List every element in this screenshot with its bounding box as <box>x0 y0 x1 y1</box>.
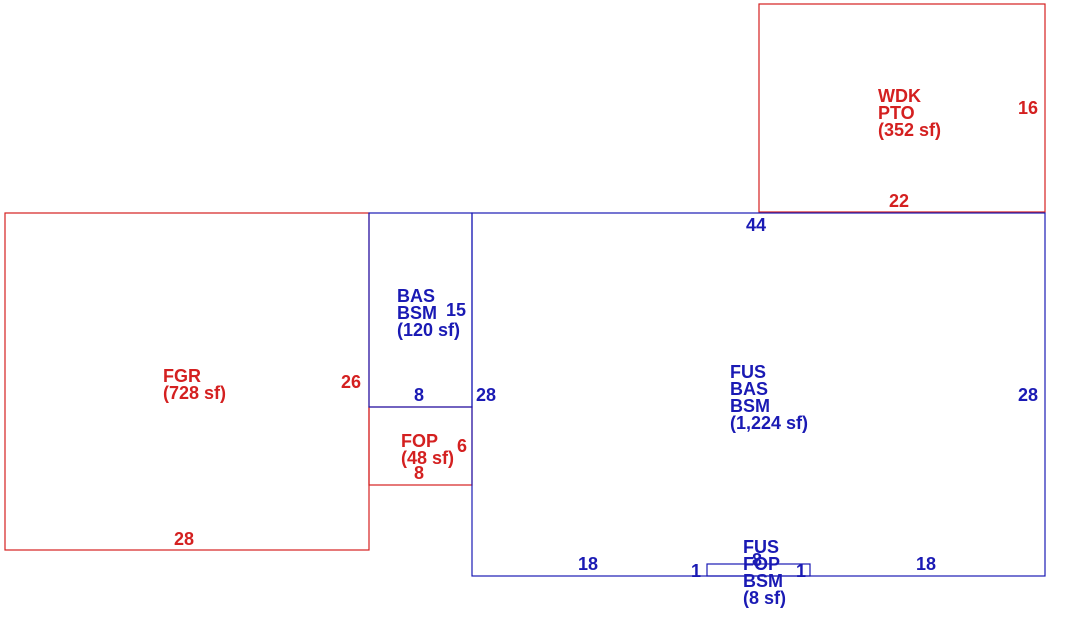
pto-code: PTO <box>878 103 915 123</box>
wdk-area: (352 sf) <box>878 120 941 140</box>
bay-code-fus: FUS <box>743 537 779 557</box>
bay-code-bsm: BSM <box>743 571 783 591</box>
fop-area: (48 sf) <box>401 448 454 468</box>
bay-dim-top: 8 <box>752 550 762 570</box>
bas-small-dim-right: 15 <box>446 300 466 320</box>
fgr-dim-bottom: 28 <box>174 529 194 549</box>
bas-small-code-bsm: BSM <box>397 303 437 323</box>
main-dim-bottom-left: 18 <box>578 554 598 574</box>
main-area: (1,224 sf) <box>730 413 808 433</box>
wdk-code: WDK <box>878 86 921 106</box>
bas-small-code-bas: BAS <box>397 286 435 306</box>
main-code-bsm: BSM <box>730 396 770 416</box>
bay-dim-right: 1 <box>796 561 806 581</box>
bay-dim-left: 1 <box>691 561 701 581</box>
wdk-dim-bottom: 22 <box>889 191 909 211</box>
main-dim-left: 28 <box>476 385 496 405</box>
main-code-bas: BAS <box>730 379 768 399</box>
bas-small-dim-bottom: 8 <box>414 385 424 405</box>
fgr-code: FGR <box>163 366 201 386</box>
main-dim-bottom-right: 18 <box>916 554 936 574</box>
fop-dim-bottom: 8 <box>414 463 424 483</box>
wdk-dim-right: 16 <box>1018 98 1038 118</box>
fgr-dim-right: 26 <box>341 372 361 392</box>
fop-code: FOP <box>401 431 438 451</box>
fgr-area: (728 sf) <box>163 383 226 403</box>
main-code-fus: FUS <box>730 362 766 382</box>
bay-area: (8 sf) <box>743 588 786 608</box>
bas-small-area: (120 sf) <box>397 320 460 340</box>
bay-code-fop: FOP <box>743 554 780 574</box>
wdk-pto-outline <box>758 3 1046 213</box>
main-dim-right: 28 <box>1018 385 1038 405</box>
fop-dim-right: 6 <box>457 436 467 456</box>
bay-outline <box>706 563 811 577</box>
main-dim-top: 44 <box>746 215 766 235</box>
